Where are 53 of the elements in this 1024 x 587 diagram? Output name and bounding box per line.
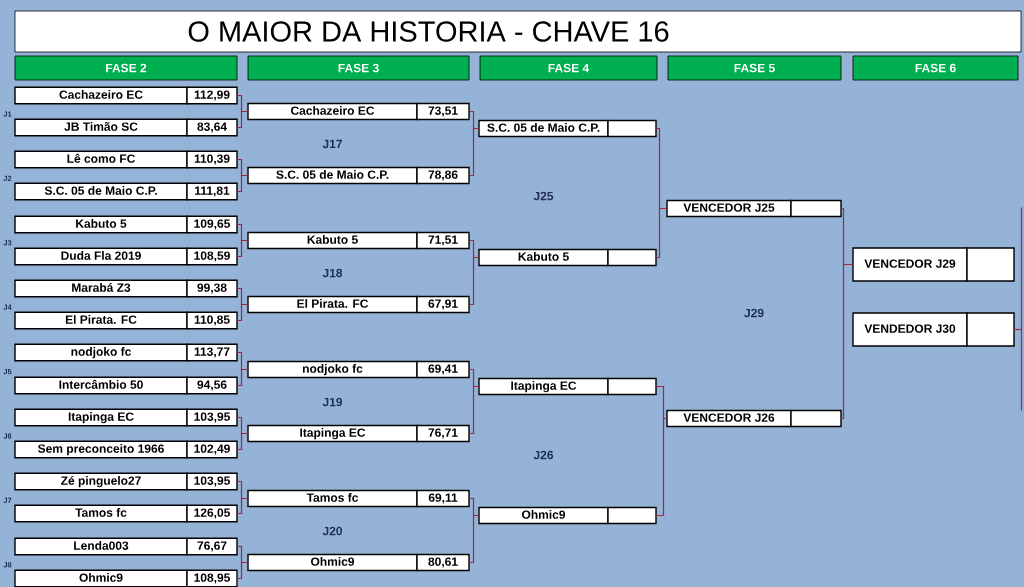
- match-label: J29: [744, 308, 764, 318]
- bracket-line: [468, 256, 480, 306]
- match-label: J25: [533, 191, 554, 201]
- bracket-line: [236, 239, 249, 258]
- score-cell: 71,51: [416, 231, 470, 250]
- score-cell: 69,11: [416, 489, 470, 508]
- bracket-line: [236, 432, 249, 451]
- bracket-line: [468, 385, 480, 435]
- bracket-line: [655, 417, 668, 517]
- score-cell: 83,64: [186, 118, 238, 137]
- phase-header: FASE 2: [14, 55, 238, 81]
- score-cell: 78,86: [416, 166, 470, 185]
- score-cell: 102,49: [186, 440, 238, 459]
- phase-header: FASE 3: [247, 55, 470, 81]
- score-cell: 80,61: [416, 553, 470, 572]
- match-label: J20: [322, 526, 342, 536]
- match-label: J18: [322, 268, 343, 278]
- score-cell: 126,05: [186, 504, 238, 523]
- bracket-line: [468, 514, 480, 564]
- score-cell: 111,81: [186, 182, 238, 201]
- score-cell: 108,95: [186, 569, 238, 587]
- title-banner: O MAIOR DA HISTORIA - CHAVE 16: [14, 10, 1022, 53]
- bracket-line: [236, 561, 249, 580]
- match-label: J17: [322, 139, 342, 149]
- bracket-line: [655, 207, 668, 259]
- phase-header: FASE 4: [479, 55, 658, 81]
- score-cell: 110,85: [186, 311, 238, 330]
- score-cell: 108,59: [186, 247, 238, 266]
- score-cell: 76,67: [186, 537, 238, 556]
- score-cell: 113,77: [186, 343, 238, 362]
- match-label: J19: [322, 397, 343, 407]
- score-cell: 110,39: [186, 150, 238, 169]
- phase-header: FASE 6: [852, 55, 1019, 81]
- score-cell: 73,51: [416, 102, 470, 121]
- score-cell: 76,71: [416, 424, 470, 443]
- score-cell: 109,65: [186, 215, 238, 234]
- match-label: J26: [533, 450, 554, 460]
- score-cell: 103,95: [186, 408, 238, 427]
- score-cell: 99,38: [186, 279, 238, 298]
- score-cell: 112,99: [186, 86, 238, 105]
- bracket-line: [236, 303, 249, 322]
- bracket-line: [468, 127, 480, 177]
- score-cell: 69,41: [416, 360, 470, 379]
- bracket-line: [236, 368, 249, 387]
- score-cell: 94,56: [186, 376, 238, 395]
- phase-header: FASE 5: [667, 55, 842, 81]
- bracket-line: [236, 497, 249, 515]
- score-cell: 67,91: [416, 295, 470, 314]
- bracket-line: [840, 263, 854, 420]
- bracket-line: [1013, 328, 1023, 331]
- score-cell: 103,95: [186, 472, 238, 491]
- bracket-line: [236, 174, 249, 193]
- bracket-line: [236, 110, 249, 129]
